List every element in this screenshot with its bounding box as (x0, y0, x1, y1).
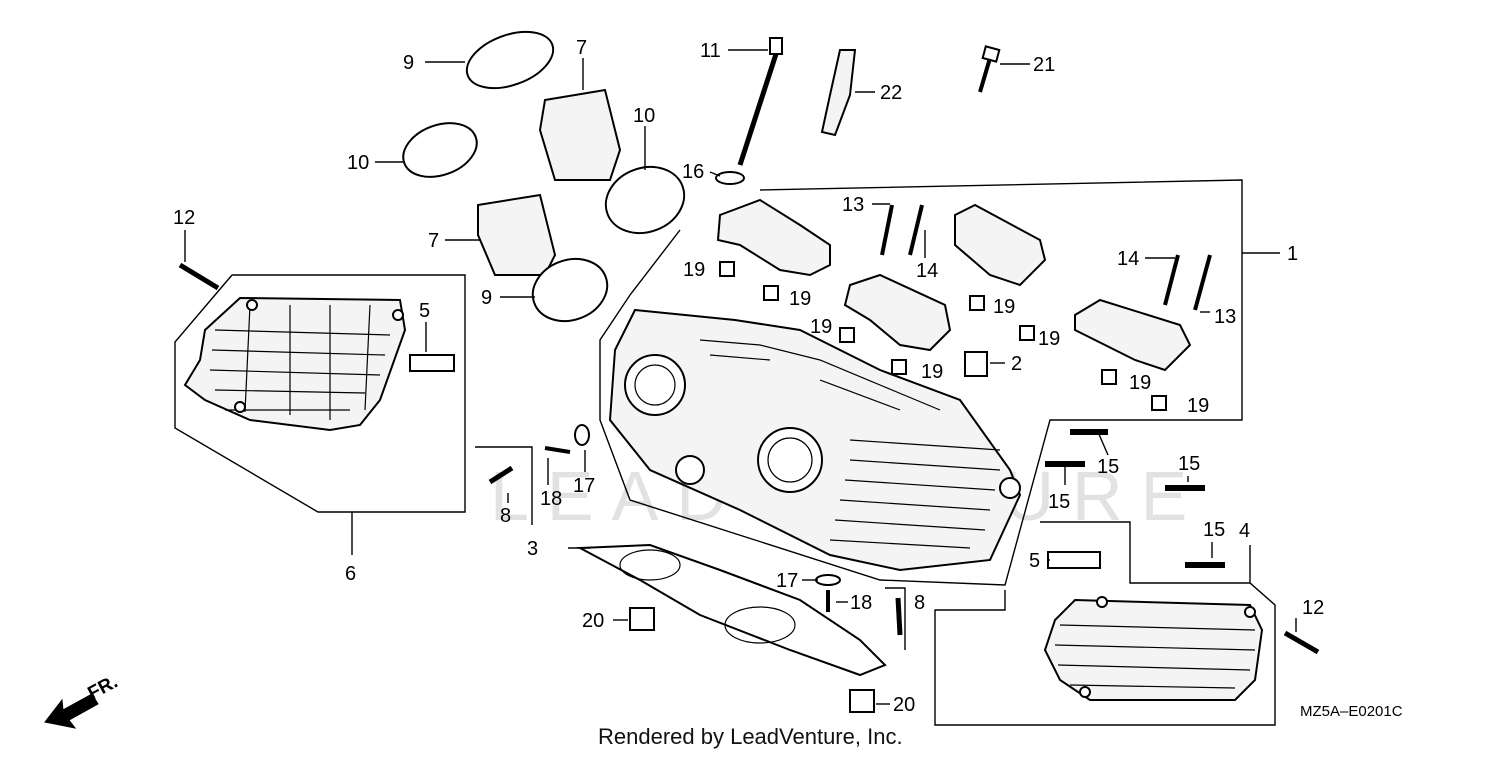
callout-17-center: 17 (776, 570, 798, 592)
callout-15-c: 15 (1048, 491, 1070, 513)
bolt-12-left (178, 262, 220, 291)
callout-19-g: 19 (1129, 372, 1151, 394)
callout-19-a: 19 (683, 259, 705, 281)
diagram-code: MZ5A–E0201C (1300, 703, 1403, 720)
guide-5-right (1047, 551, 1101, 569)
callout-11: 11 (700, 40, 721, 62)
callout-9-lower: 9 (481, 287, 492, 309)
callout-20-bottom: 20 (893, 694, 915, 716)
bolt-21 (978, 57, 992, 93)
callout-numbers: 9 7 10 10 7 9 11 16 22 21 12 13 14 14 13… (173, 37, 1324, 716)
front-arrow-icon (44, 693, 99, 729)
cylinder-head (608, 308, 1022, 572)
callout-18-left: 18 (540, 488, 562, 510)
callout-9-top: 9 (403, 52, 414, 74)
callout-19-b: 19 (789, 288, 811, 310)
callout-8-left: 8 (500, 505, 511, 527)
callout-12-right: 12 (1302, 597, 1324, 619)
callout-19-h: 19 (1187, 395, 1209, 417)
group-outline-cover-left (174, 274, 533, 555)
small-parts (178, 37, 1320, 713)
callout-7-top: 7 (576, 37, 587, 59)
group-outline-head (599, 179, 1280, 586)
callout-15-d: 15 (1203, 519, 1225, 541)
rubber-joints (402, 30, 686, 323)
callout-1: 1 (1287, 243, 1298, 265)
callout-5-right: 5 (1029, 550, 1040, 572)
bolt-11-head (769, 37, 783, 55)
callout-16: 16 (682, 161, 704, 183)
callout-15-a: 15 (1097, 456, 1119, 478)
camshaft-holders (716, 198, 1192, 372)
dowel-20b (849, 689, 875, 713)
callout-5-left: 5 (419, 300, 430, 322)
callout-20-left: 20 (582, 610, 604, 632)
head-gasket (576, 543, 887, 677)
callout-19-c: 19 (810, 316, 832, 338)
callout-19-e: 19 (993, 296, 1015, 318)
footer-rendered-by: Rendered by LeadVenture, Inc. (598, 724, 903, 749)
dowel-20a (629, 607, 655, 631)
callout-14-right: 14 (1117, 248, 1139, 270)
callout-19-f: 19 (1038, 328, 1060, 350)
head-cover-left (183, 296, 407, 432)
callout-13-left: 13 (842, 194, 864, 216)
washer-16 (715, 171, 745, 185)
callout-14-left: 14 (916, 260, 938, 282)
bolt-12-right (1283, 630, 1320, 655)
callout-8-center: 8 (914, 592, 925, 614)
guide-5-left (409, 354, 455, 372)
callout-21: 21 (1033, 54, 1055, 76)
callout-22: 22 (880, 82, 902, 104)
group-outline-cover-right (885, 521, 1276, 726)
callout-6: 6 (345, 563, 356, 585)
callout-19-d: 19 (921, 361, 943, 383)
spark-plug-22 (820, 49, 857, 137)
front-indicator: FR. (44, 672, 121, 729)
callout-15-b: 15 (1178, 453, 1200, 475)
callout-4: 4 (1239, 520, 1250, 542)
callout-3: 3 (527, 538, 538, 560)
callout-10-left: 10 (347, 152, 369, 174)
callout-12-left: 12 (173, 207, 195, 229)
callout-13-right: 13 (1214, 306, 1236, 328)
callout-7-lower: 7 (428, 230, 439, 252)
callout-17-left: 17 (573, 475, 595, 497)
callout-10-right: 10 (633, 105, 655, 127)
dowel-2 (964, 351, 988, 377)
leader-lines (184, 49, 1297, 705)
head-cover-right (1043, 596, 1264, 701)
callout-18-center: 18 (850, 592, 872, 614)
callout-2: 2 (1011, 353, 1022, 375)
